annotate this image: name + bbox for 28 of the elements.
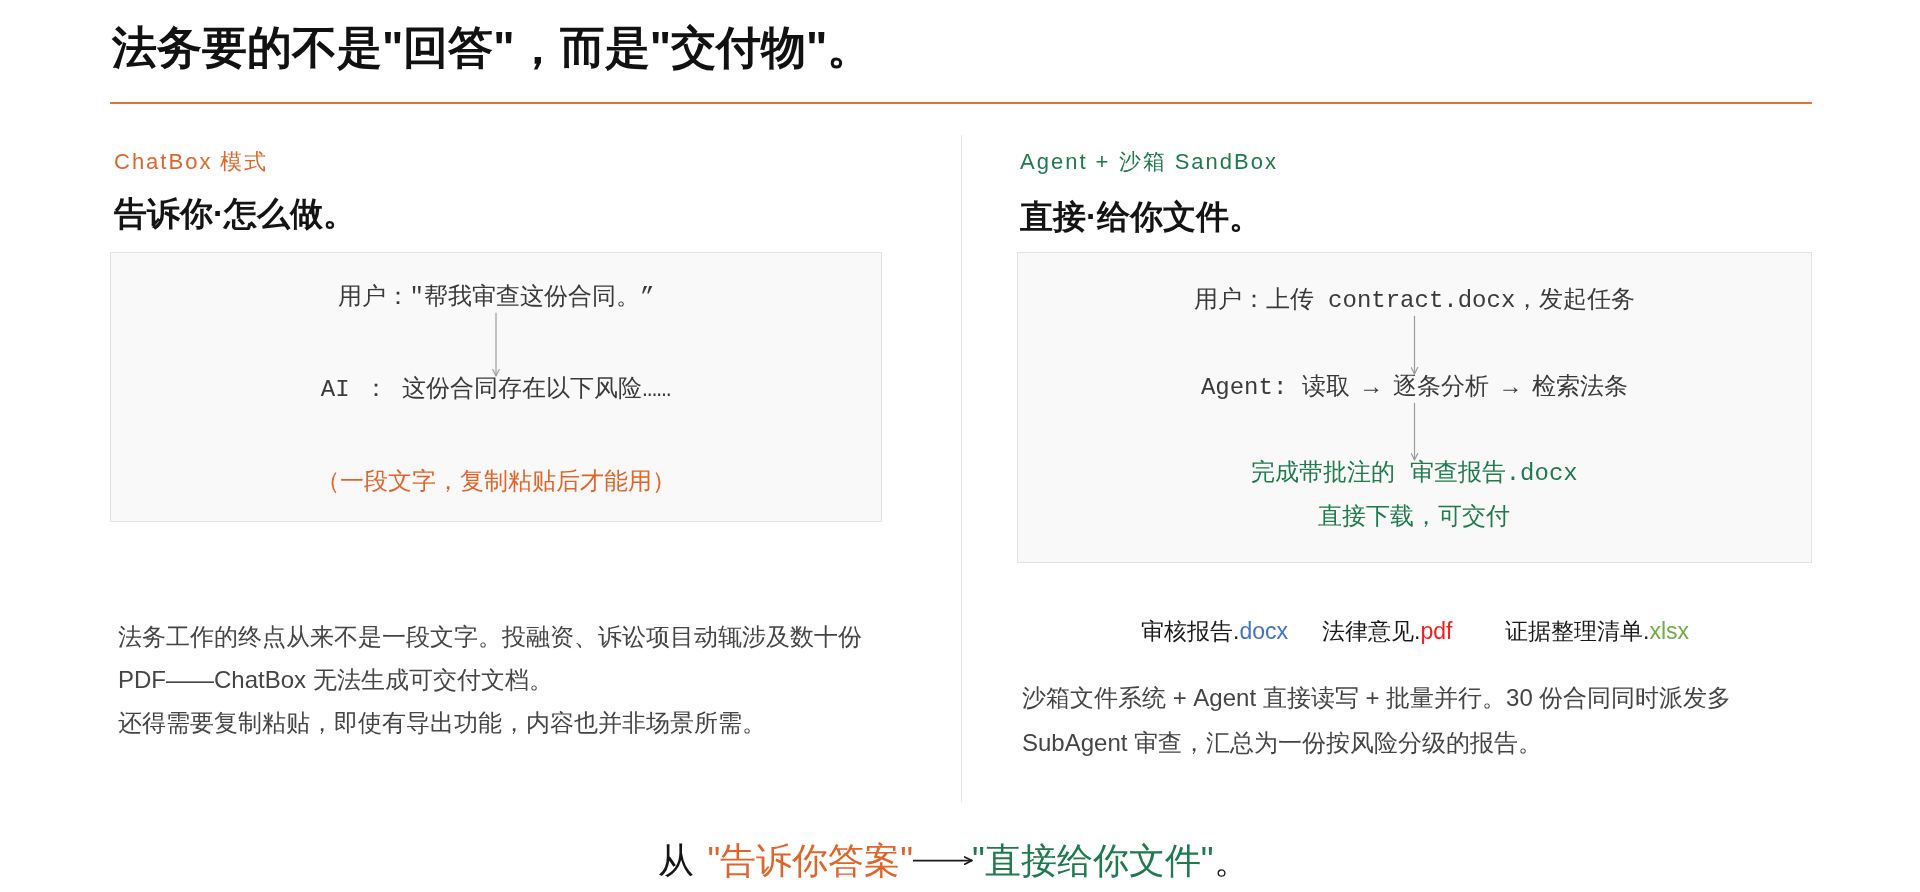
section-tag: Agent + 沙箱 SandBox xyxy=(1020,149,1278,176)
file-name: 法律意见.pdf xyxy=(1322,618,1453,646)
message-text: 用户："帮我审查这份合同。” xyxy=(337,284,655,313)
card xyxy=(110,252,882,522)
arrow xyxy=(1410,315,1419,375)
message-text: 用户：上传 contract.docx，发起任务 xyxy=(1193,287,1636,316)
caption-text: 。 xyxy=(1213,839,1250,883)
result-text: 直接下载，可交付 xyxy=(1318,501,1511,531)
paragraph: 还得需要复制粘贴，即使有导出功能，内容也并非场景所需。 xyxy=(118,708,767,738)
paragraph: 沙箱文件系统 + Agent 直接读写 + 批量并行。30 份合同同时派发多SubAgent 审查，汇总为一份按风险分级的报告。 xyxy=(1022,683,1733,758)
file-name: 审核报告.docx xyxy=(1141,618,1288,646)
result-text: 完成带批注的 审查报告.docx xyxy=(1251,460,1578,489)
file-name: 证据整理清单.xlsx xyxy=(1505,618,1689,646)
section-heading: 告诉你·怎么做。 xyxy=(114,194,356,234)
note-text: （一段文字，复制粘贴后才能用） xyxy=(316,467,676,496)
section-heading: 直接·给你文件。 xyxy=(1020,197,1262,237)
section-tag: ChatBox 模式 xyxy=(114,149,269,176)
arrow xyxy=(492,312,500,377)
caption-text: "直接给你文件" xyxy=(972,839,1214,883)
arrow xyxy=(912,856,973,866)
caption-text: 从 xyxy=(658,839,695,883)
paragraph: 法务工作的终点从来不是一段文字。投融资、诉讼项目动辄涉及数十份PDF——ChatBox 无法生成可交付文档。 xyxy=(118,622,863,695)
card xyxy=(1017,252,1812,563)
process-text: Agent: 读取 → 逐条分析 → 检索法条 xyxy=(1200,374,1629,403)
title: 法务要的不是"回答"，而是"交付物"。 xyxy=(112,21,873,75)
caption-text: "告诉你答案" xyxy=(707,839,913,883)
reply-text: AI ： 这份合同存在以下风险…… xyxy=(320,376,672,405)
arrow xyxy=(1410,402,1419,461)
